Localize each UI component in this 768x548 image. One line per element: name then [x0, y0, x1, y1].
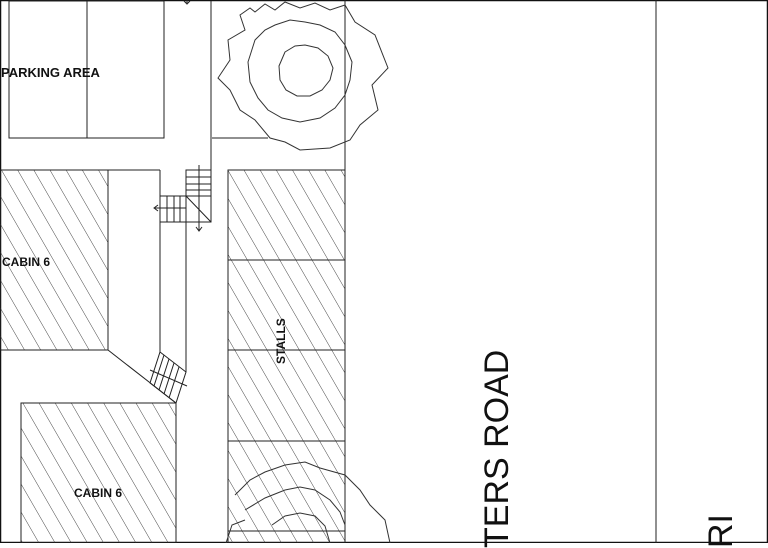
cabin-6-lower [20, 402, 177, 543]
cabin-upper-label: CABIN 6 [2, 255, 51, 269]
parking-area-label: PARKING AREA [1, 65, 100, 80]
stalls-block [227, 169, 346, 543]
cabin-lower-label: CABIN 6 [74, 486, 123, 500]
stalls-label: STALLS [274, 318, 288, 364]
staircase-upper [153, 165, 212, 232]
tree-top [217, 1, 389, 151]
road-label-main: TERS ROAD [478, 349, 516, 548]
parking-area [8, 0, 165, 139]
tree-bottom [225, 461, 391, 543]
staircase-diagonal [149, 351, 188, 404]
cabin-6-upper [0, 169, 109, 351]
north-marker [183, 0, 191, 5]
